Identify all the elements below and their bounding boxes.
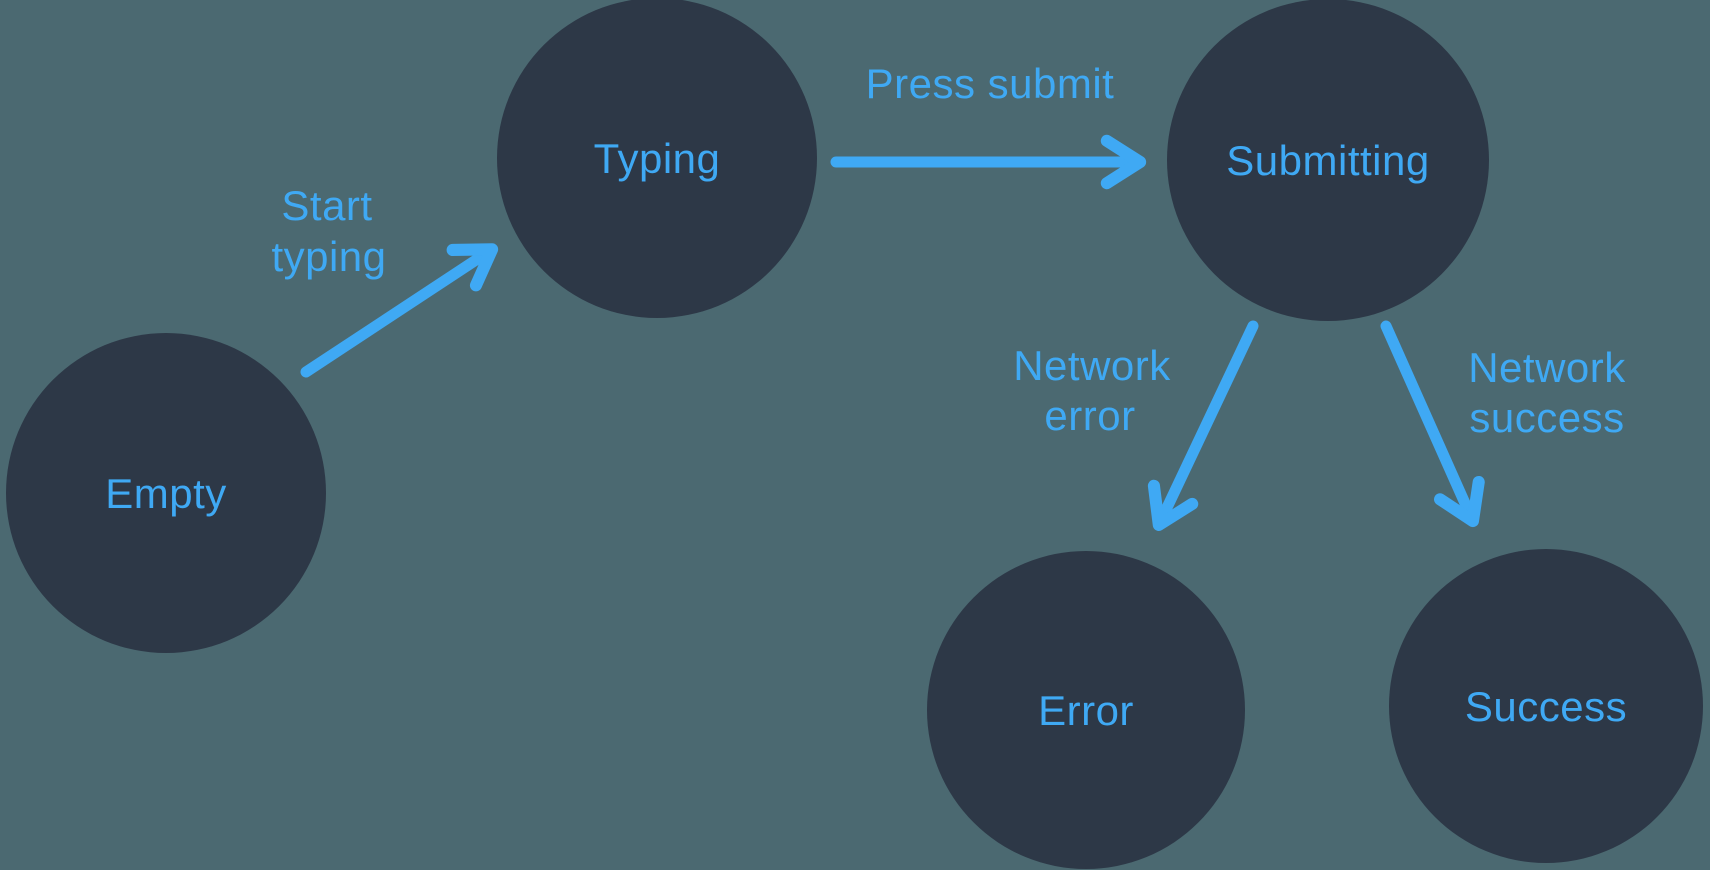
state-node-typing: Typing: [497, 0, 817, 318]
state-circle-typing: [497, 0, 817, 318]
edge-network-error: Network error: [1013, 320, 1259, 531]
state-label-typing: Typing: [594, 135, 721, 182]
state-node-submitting: Submitting: [1167, 0, 1489, 321]
edge-arrow-start-typing: [300, 243, 499, 378]
state-circle-error: [927, 551, 1245, 869]
state-circle-submitting: [1167, 0, 1489, 321]
edge-label-network-error-line1: Network: [1013, 342, 1171, 389]
edge-arrow-network-error: [1147, 320, 1259, 531]
state-circle-success: [1389, 549, 1703, 863]
edge-label-network-success-line2: success: [1469, 394, 1624, 441]
edge-arrow-network-success: [1380, 320, 1485, 528]
edge-label-start-typing-line1: Start: [281, 182, 372, 229]
edge-label-start-typing-line2: typing: [271, 233, 386, 280]
edge-network-success: Network success: [1380, 320, 1626, 528]
state-label-success: Success: [1465, 683, 1627, 730]
edge-start-typing: Start typing: [271, 182, 499, 378]
edge-label-network-success-line1: Network: [1468, 344, 1626, 391]
edge-label-network-error-line2: error: [1044, 392, 1135, 439]
state-label-submitting: Submitting: [1226, 137, 1429, 184]
edge-press-submit: Press submit: [830, 60, 1147, 190]
state-node-success: Success: [1389, 549, 1703, 863]
state-node-empty: Empty: [6, 333, 326, 653]
state-node-error: Error: [927, 551, 1245, 869]
state-label-error: Error: [1038, 687, 1134, 734]
state-label-empty: Empty: [105, 470, 227, 517]
edge-label-press-submit: Press submit: [866, 60, 1115, 107]
state-circle-empty: [6, 333, 326, 653]
